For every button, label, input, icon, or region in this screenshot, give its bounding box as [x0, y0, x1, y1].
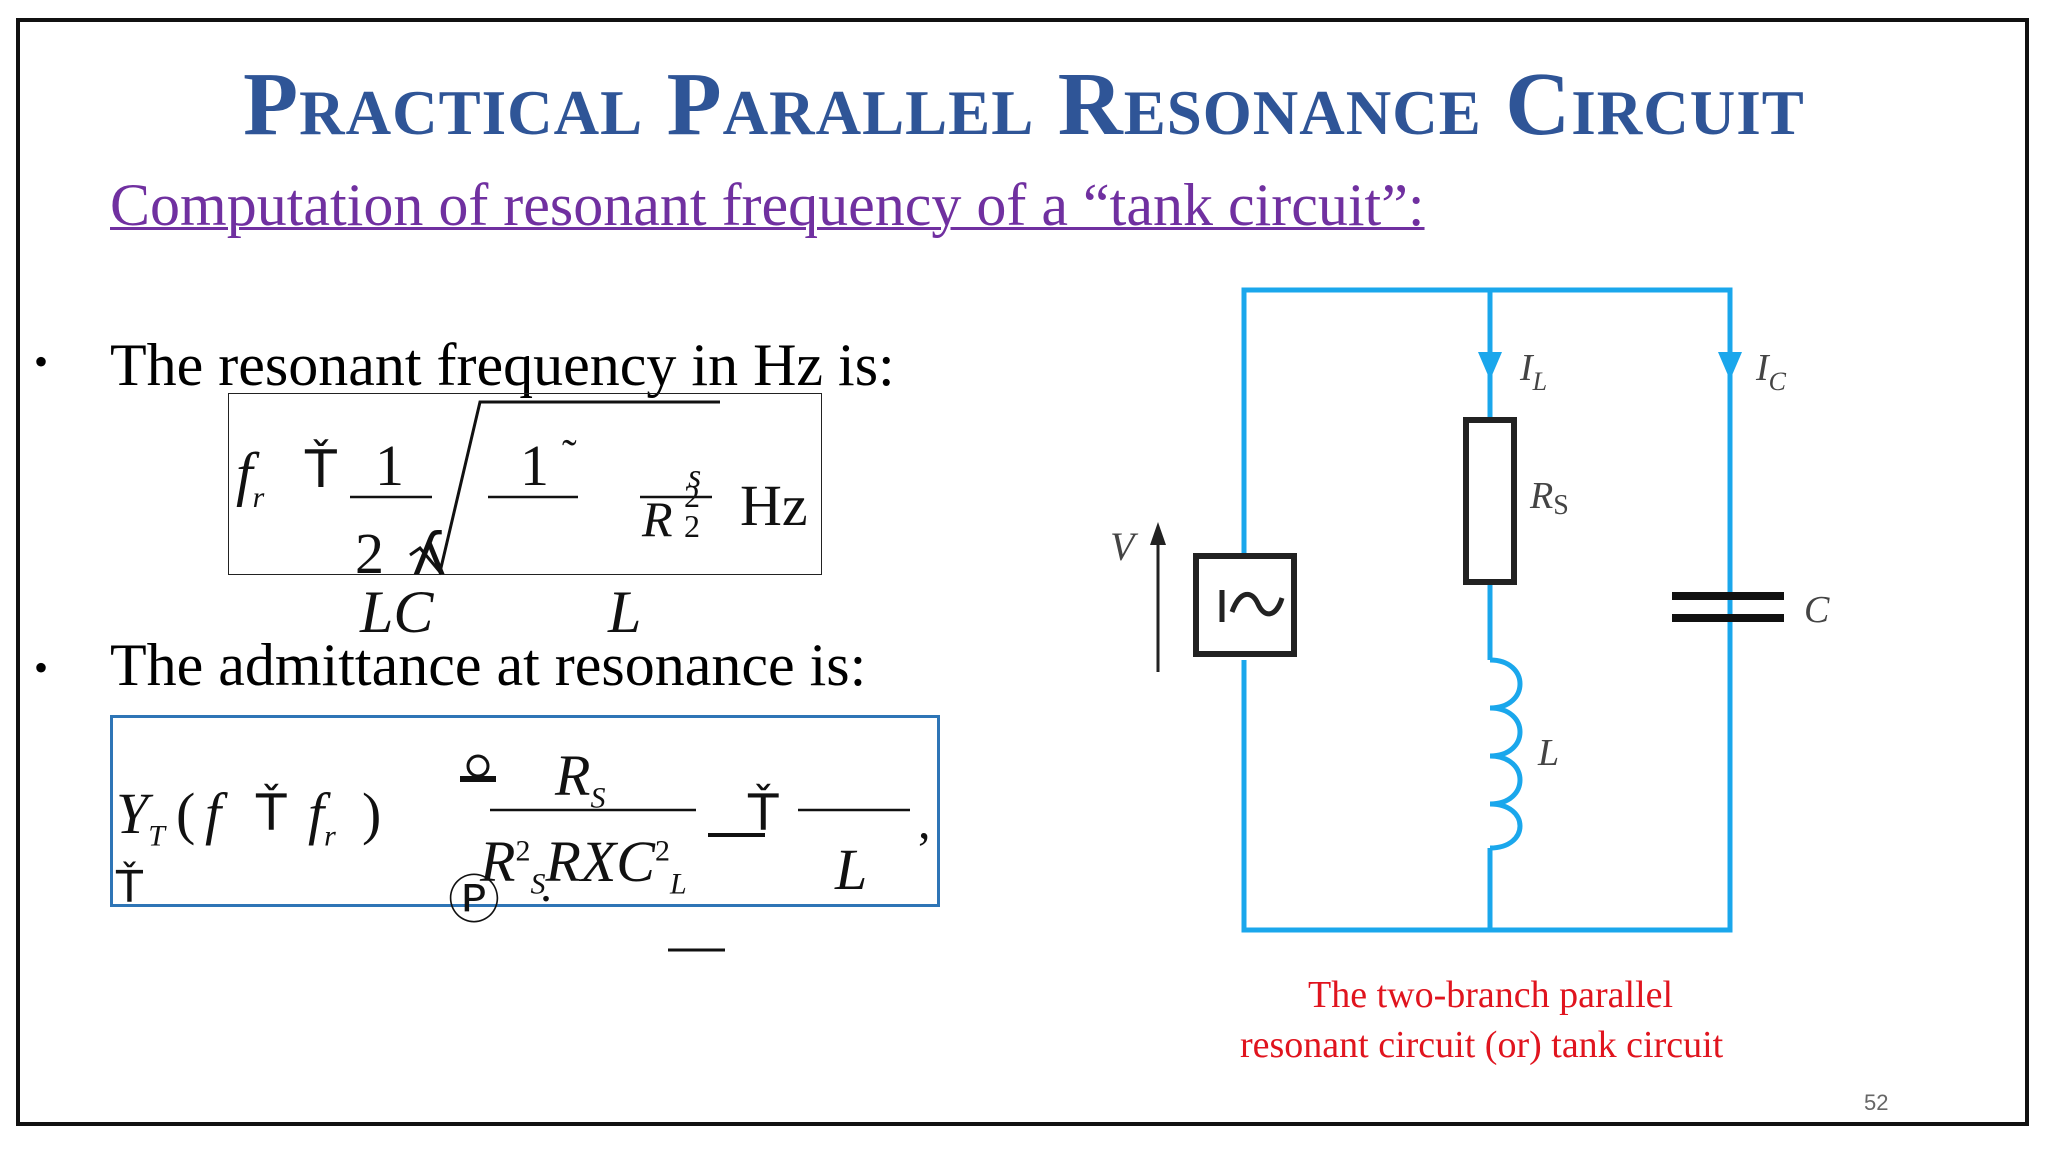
page-number: 52	[1864, 1090, 1889, 1115]
circuit-label-rs: RS	[1529, 475, 1569, 521]
eq1-f: fr	[236, 441, 265, 514]
circuit-label-c: C	[1804, 589, 1830, 631]
circuit-label-ic: IC	[1755, 347, 1787, 396]
bullet-marker: •	[34, 339, 49, 384]
eq2-lead-equals: Ť	[116, 862, 143, 913]
capacitor-c-plate-top	[1672, 592, 1784, 600]
capacitor-c-plate-bottom	[1672, 614, 1784, 622]
slide-title: Practical Parallel Resonance Circuit	[243, 55, 1805, 154]
eq1-l: L	[608, 579, 642, 645]
eq2-circled-p: Ⓟ	[448, 871, 501, 931]
eq2-l: L	[835, 837, 868, 902]
slide-subtitle: Computation of resonant frequency of a “…	[110, 172, 1425, 238]
voltage-arrow	[1150, 522, 1166, 545]
eq1-inner-one: 1	[520, 433, 549, 498]
eq1-two: 2	[355, 521, 384, 586]
eq2-numerator-rs: RS	[555, 743, 606, 815]
current-arrow-ic	[1718, 352, 1742, 380]
eq1-lc: LC	[360, 579, 434, 645]
eq1-two-sup: 2	[684, 478, 700, 514]
eq2-f1: f	[205, 781, 222, 846]
eq2-close-paren: )	[362, 781, 382, 846]
eq2-comma: ,	[918, 793, 931, 849]
eq2-equals-1: Ť	[256, 784, 287, 842]
eq2-y-t: YT	[116, 781, 165, 853]
eq2-denominator: R2SRXC2L	[480, 829, 687, 901]
eq1-numerator-one: 1	[375, 433, 404, 498]
bullet-resonant-frequency: The resonant frequency in Hz is:	[110, 332, 895, 398]
eq1-r-squared: R	[642, 491, 673, 547]
circuit-wires	[1241, 287, 1733, 933]
eq1-two-sub: 2	[684, 508, 700, 544]
eq2-f2: fr	[308, 781, 336, 853]
circuit-label-il: IL	[1519, 347, 1547, 396]
current-arrow-il	[1478, 352, 1502, 380]
circuit-label-l: L	[1537, 732, 1559, 774]
admittance-equation	[110, 715, 940, 907]
slide-frame	[16, 18, 2029, 1126]
circuit-label-v: V	[1110, 524, 1139, 569]
resistor-rs-symbol	[1463, 417, 1517, 585]
eq1-pi-glyph: ʎ	[412, 520, 447, 588]
eq1-equals-glyph: Ť	[305, 440, 337, 500]
eq1-s-sup: s	[688, 458, 702, 495]
inductor-l-symbol	[1489, 657, 1523, 851]
eq2-dot: .	[540, 859, 552, 912]
bullet-admittance: The admittance at resonance is:	[110, 632, 867, 698]
eq2-equals-3: Ť	[748, 784, 779, 842]
eq1-unit-hz: Hz	[740, 473, 808, 538]
eq2-open-paren: (	[176, 781, 196, 846]
bullet-marker: •	[34, 645, 49, 690]
eq1-tilde: ˜	[562, 431, 577, 480]
circuit-caption: The two-branch parallel resonant circuit…	[1240, 974, 1724, 1066]
